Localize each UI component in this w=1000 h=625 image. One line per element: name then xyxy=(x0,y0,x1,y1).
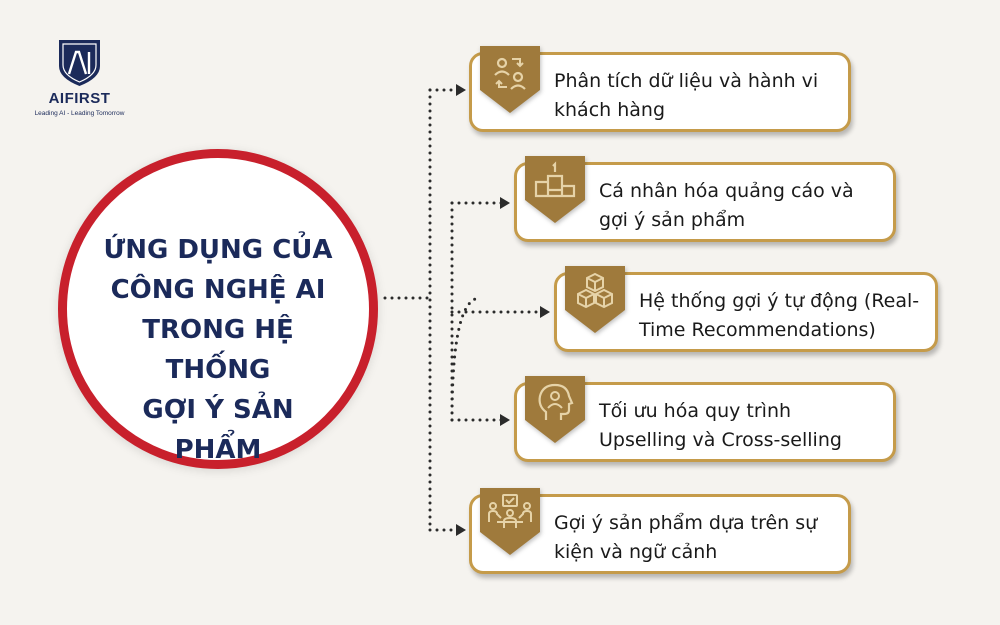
central-topic-circle: ỨNG DỤNG CỦA CÔNG NGHỆ AI TRONG HỆ THỐNG… xyxy=(58,149,378,469)
team-check-icon xyxy=(480,488,540,555)
podium-icon xyxy=(525,156,585,223)
item-text-line: kiện và ngữ cảnh xyxy=(554,541,718,563)
item-text: Hệ thống gợi ý tự động (Real- Time Recom… xyxy=(639,287,919,345)
item-text-line: Phân tích dữ liệu và hành vi xyxy=(554,70,819,92)
ai-shield-icon xyxy=(59,40,100,86)
item-text-line: gợi ý sản phẩm xyxy=(599,209,746,231)
item-text-line: Tối ưu hóa quy trình xyxy=(599,400,792,422)
item-text-line: Gợi ý sản phẩm dựa trên sự xyxy=(554,512,818,534)
item-text: Gợi ý sản phẩm dựa trên sự kiện và ngữ c… xyxy=(554,509,817,567)
title-line: CÔNG NGHỆ AI xyxy=(110,275,326,305)
aifirst-logo: AIFIRST Leading AI - Leading Tomorrow xyxy=(22,36,162,126)
connector-arrowhead-3 xyxy=(540,306,550,318)
item-text-line: Hệ thống gợi ý tự động (Real- xyxy=(639,290,920,312)
item-text-line: khách hàng xyxy=(554,99,666,121)
people-exchange-icon xyxy=(480,46,540,113)
item-text-line: Time Recommendations) xyxy=(639,319,876,341)
title-line: ỨNG DỤNG CỦA xyxy=(103,235,333,265)
item-text: Phân tích dữ liệu và hành vi khách hàng xyxy=(554,67,818,125)
item-text: Tối ưu hóa quy trình Upselling và Cross-… xyxy=(599,397,842,455)
title-line: GỢI Ý SẢN PHẨM xyxy=(142,395,294,465)
connector-arrowhead-4 xyxy=(500,414,510,426)
central-topic-title: ỨNG DỤNG CỦA CÔNG NGHỆ AI TRONG HỆ THỐNG… xyxy=(97,230,339,470)
item-text: Cá nhân hóa quảng cáo và gợi ý sản phẩm xyxy=(599,177,854,235)
boxes-icon xyxy=(565,266,625,333)
title-line: TRONG HỆ THỐNG xyxy=(142,315,294,385)
connector-arrowhead-1 xyxy=(456,84,466,96)
item-card-personalization: Cá nhân hóa quảng cáo và gợi ý sản phẩm xyxy=(514,162,896,242)
item-text-line: Upselling và Cross-selling xyxy=(599,429,842,451)
connector-arrowhead-2 xyxy=(500,197,510,209)
item-text-line: Cá nhân hóa quảng cáo và xyxy=(599,180,854,202)
connector-arrowhead-5 xyxy=(456,524,466,536)
dotted-connectors xyxy=(383,84,550,536)
head-user-icon xyxy=(525,376,585,443)
logo-brand: AIFIRST xyxy=(48,90,111,107)
logo-tagline: Leading AI - Leading Tomorrow xyxy=(34,110,125,117)
